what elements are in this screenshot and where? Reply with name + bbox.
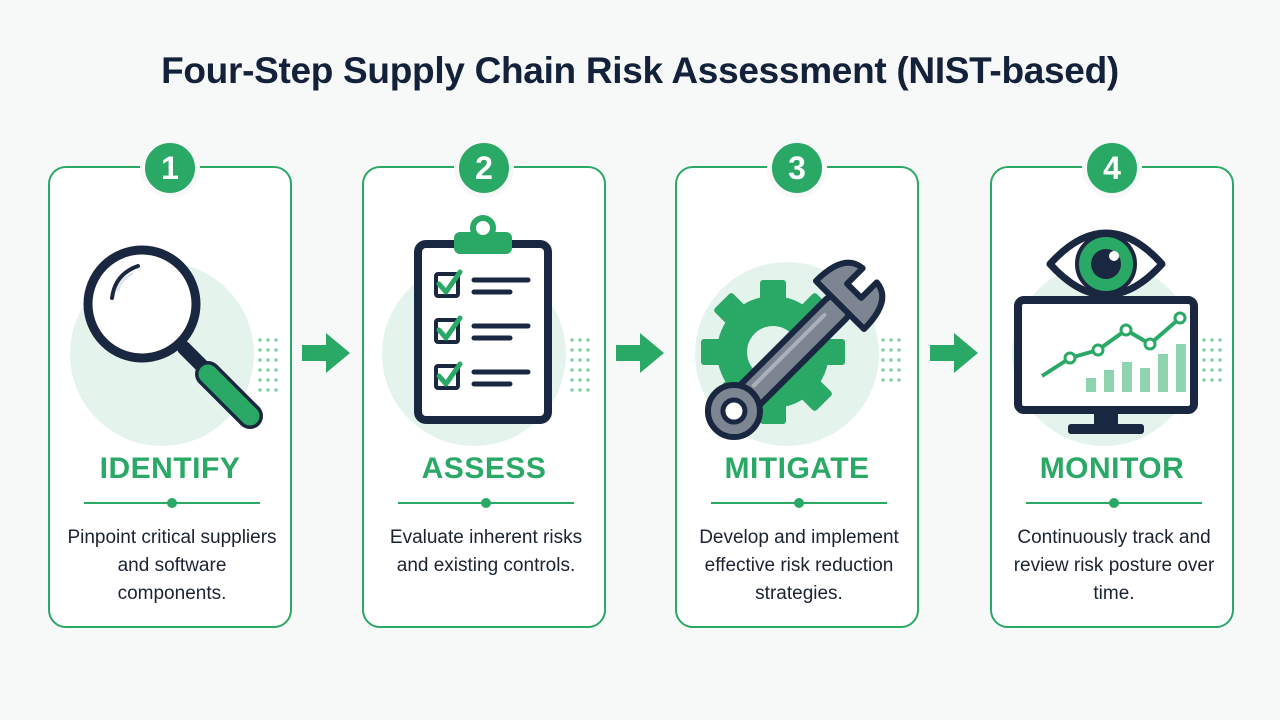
step-divider (1026, 498, 1202, 508)
step-number-badge: 2 (454, 138, 514, 198)
step-label: MITIGATE (724, 452, 870, 485)
step-card-identify: 1 IDENTIFY Pinpoint critical suppliers a… (48, 138, 292, 628)
step-card-assess: 2 ASSESS Evaluate inherent risks (362, 138, 606, 628)
step-description: Evaluate inherent risks and existing con… (389, 527, 583, 576)
arrow-right-icon (616, 333, 664, 373)
step-label: IDENTIFY (99, 452, 241, 485)
step-card-mitigate: 3 MITIG (675, 138, 919, 628)
step-description: Develop and implement effective risk red… (699, 527, 899, 604)
step-card-monitor: 4 MONITOR C (990, 138, 1234, 628)
eye-monitor-chart-icon (1012, 229, 1222, 446)
page-title: Four-Step Supply Chain Risk Assessment (… (161, 50, 1119, 91)
step-divider (398, 498, 574, 508)
step-divider (711, 498, 887, 508)
step-label: ASSESS (421, 452, 547, 485)
step-number-badge: 4 (1082, 138, 1142, 198)
step-number-badge: 3 (767, 138, 827, 198)
arrow-right-icon (930, 333, 978, 373)
wrench-gear-icon (695, 259, 901, 446)
clipboard-checklist-icon (382, 215, 590, 446)
step-label: MONITOR (1039, 452, 1185, 485)
step-divider (84, 498, 260, 508)
magnifying-glass-icon (70, 245, 278, 446)
arrow-right-icon (302, 333, 350, 373)
step-description: Pinpoint critical suppliers and software… (67, 527, 277, 604)
step-number-badge: 1 (140, 138, 200, 198)
step-description: Continuously track and review risk postu… (1013, 527, 1215, 604)
